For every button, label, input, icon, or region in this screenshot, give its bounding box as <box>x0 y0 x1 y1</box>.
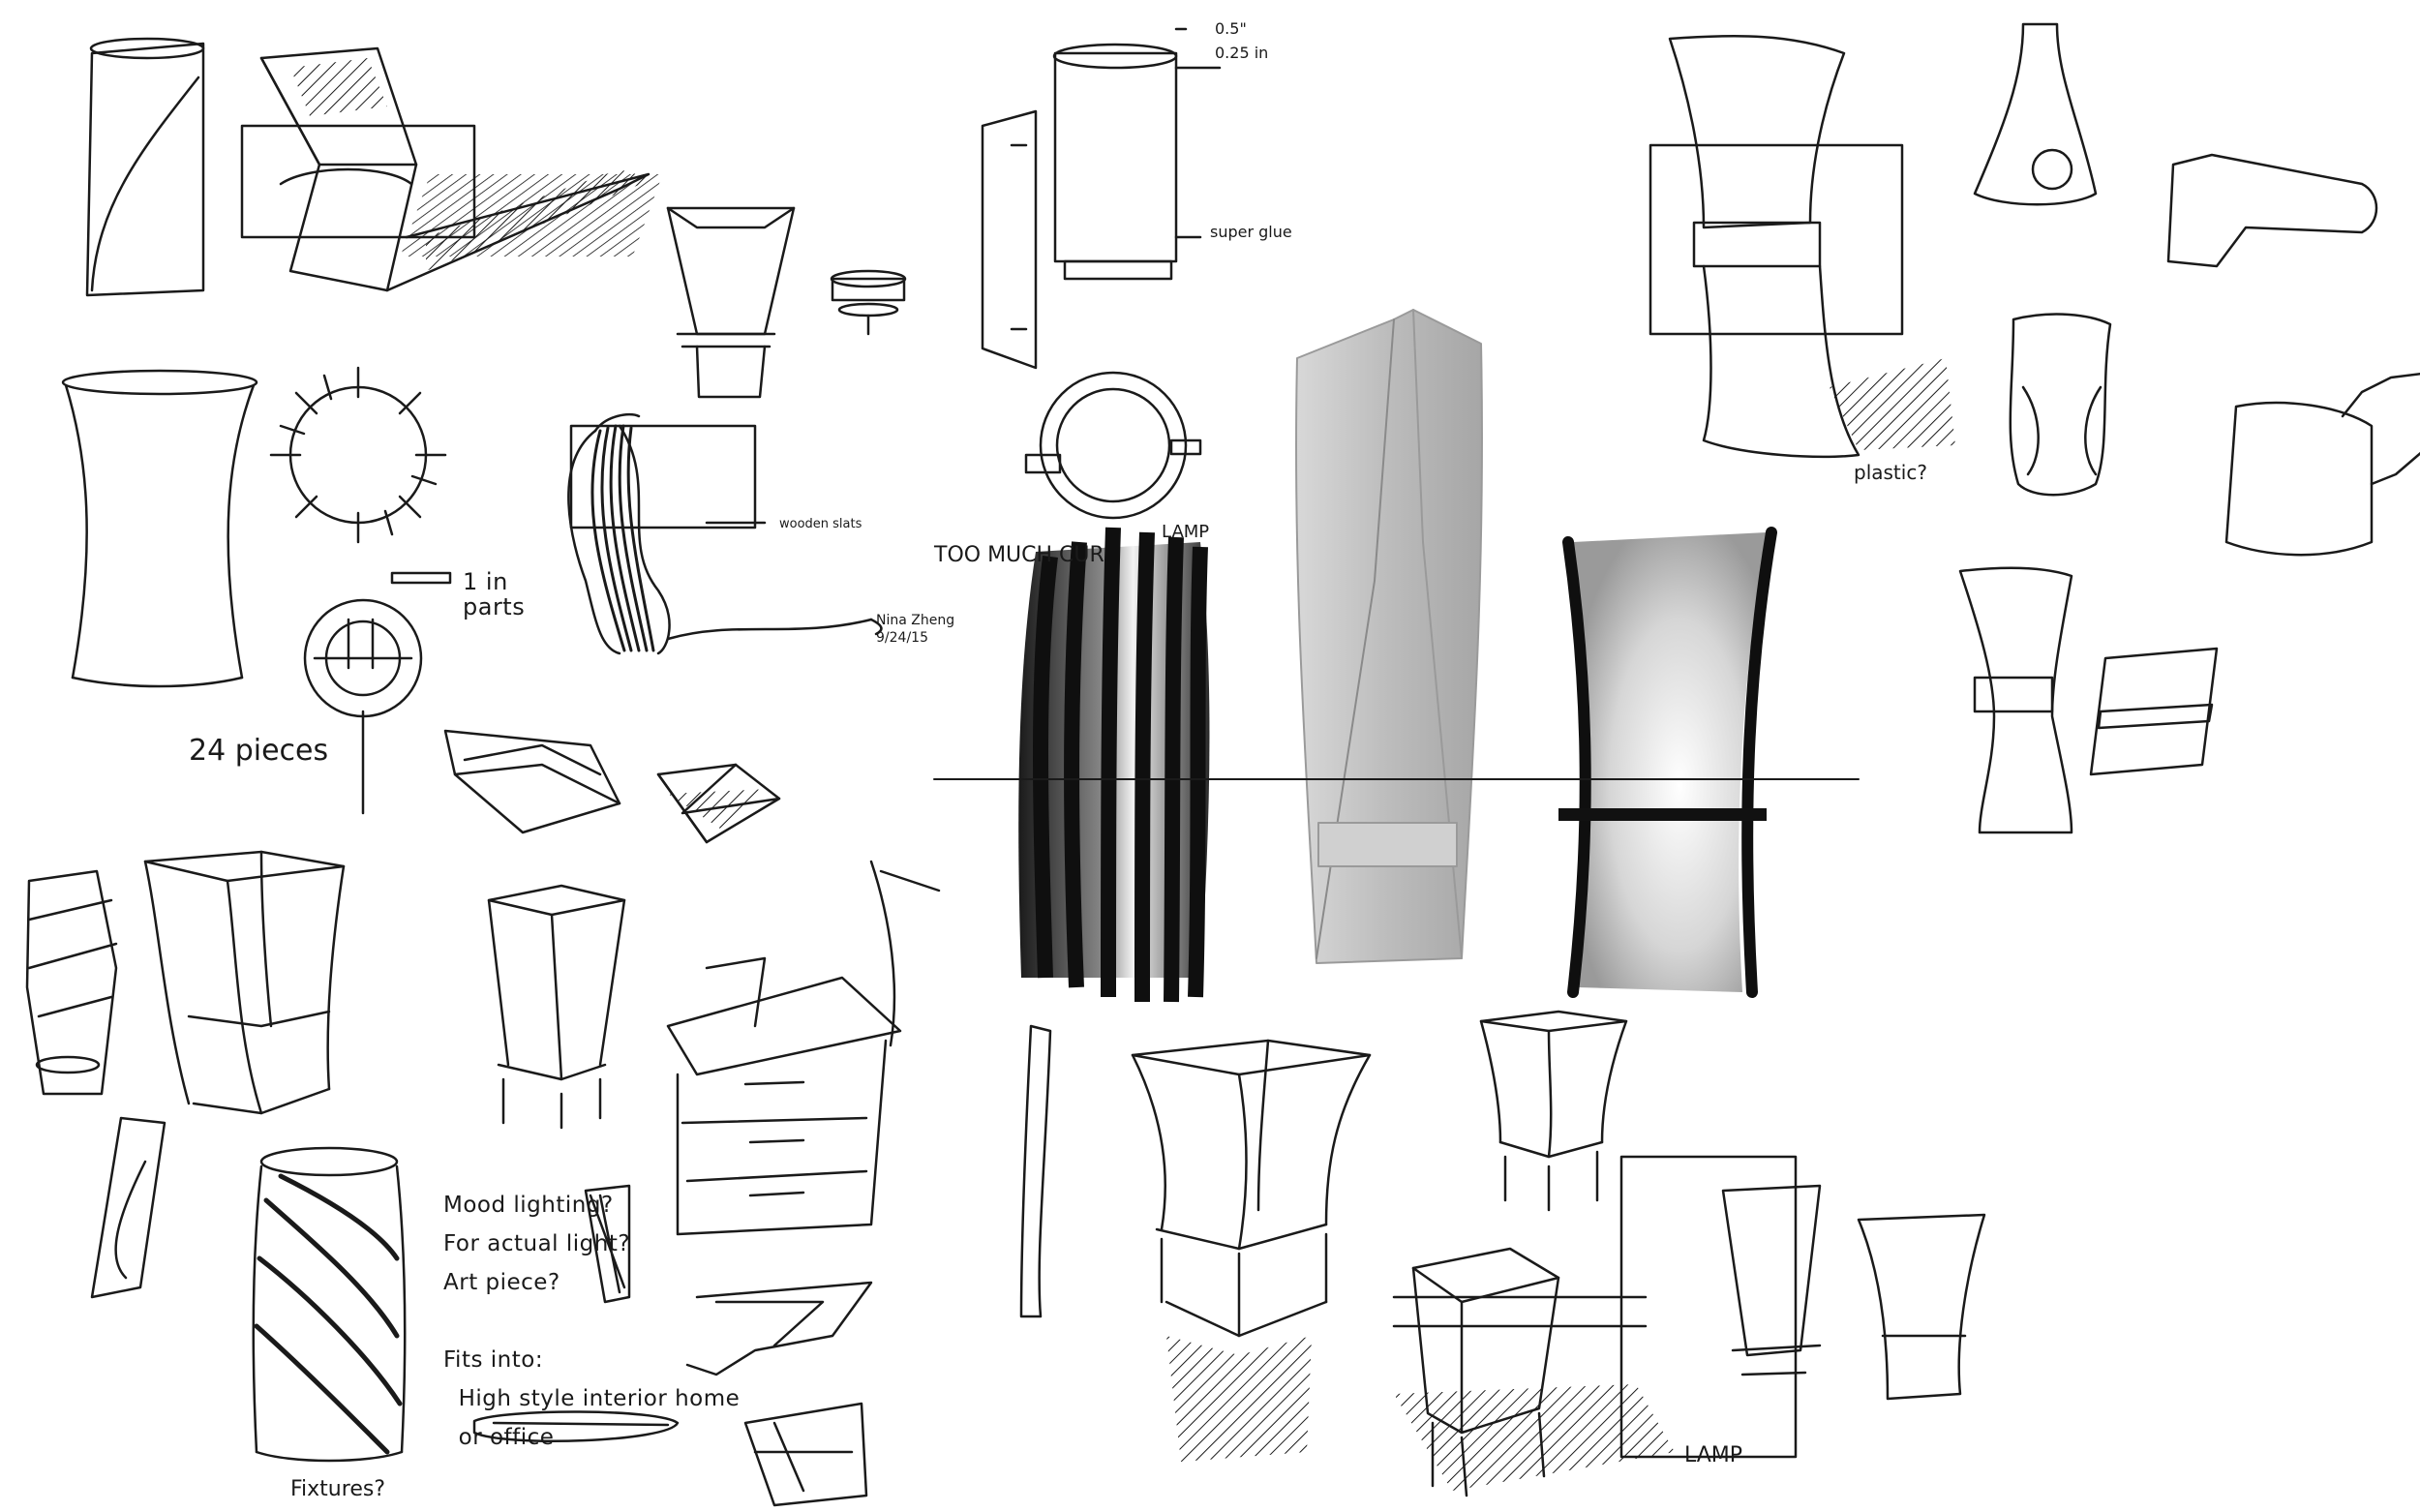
too-much-curve-label: TOO MUCH CUR <box>933 543 1104 567</box>
lamp-label: LAMP <box>1684 1443 1742 1467</box>
one-inch-part-sketch <box>390 571 452 585</box>
slat-ring-diagram <box>269 366 447 544</box>
frame-lamp-small-sketch <box>1479 1010 1628 1212</box>
pleated-lamp-render <box>1018 527 1210 1003</box>
long-fixture-sketch <box>472 1410 680 1442</box>
cutting-frame-sketch <box>1619 1155 1822 1459</box>
shade-profile-sketch <box>90 1116 166 1299</box>
tall-box-lamp-sketch <box>487 884 626 1130</box>
spiral-vase-sketch <box>252 1146 407 1463</box>
slatted-vase-lamp-sketch <box>567 412 883 655</box>
one-inch-parts-label: 1 in parts <box>463 568 526 620</box>
wrapped-cylinder-sketch <box>25 869 118 1096</box>
nozzle-shade-sketch <box>1973 22 2098 206</box>
shadow-hatching <box>426 169 653 271</box>
bent-shade-sketch <box>2166 153 2378 268</box>
twenty-four-pieces-label: 24 pieces <box>189 734 328 768</box>
slat-sketch <box>1019 1024 1052 1318</box>
lamp-partial-label: LAMP <box>1162 522 1209 542</box>
frame-lamp-large-sketch <box>1131 1039 1372 1462</box>
fixtures-label: Fixtures? <box>290 1477 385 1501</box>
banded-shade-sketch <box>2089 647 2219 776</box>
slat-ring-detail <box>303 598 423 815</box>
dim-bottom-label: 0.25 in <box>1215 44 1268 62</box>
bulb-sketch <box>584 1184 631 1304</box>
signature-name: Nina Zheng <box>876 613 954 628</box>
framed-lamp-render <box>1558 527 1777 998</box>
box-lamp-perspective-sketch <box>1392 1247 1675 1497</box>
flared-lamp-sketch <box>1649 34 1955 459</box>
tapered-lamp-small-sketch <box>666 206 796 399</box>
folded-paper-lamp-render <box>1295 309 1483 964</box>
wooden-slats-label: wooden slats <box>779 517 862 531</box>
dim-top-label: 0.5" <box>1215 19 1247 38</box>
puck-light-sketch <box>830 269 907 336</box>
ring-joint-sketch <box>1024 371 1202 520</box>
waisted-shade-sketch <box>1958 566 2073 834</box>
pod-shade-sketch <box>2009 313 2112 497</box>
plastic-label: plastic? <box>1854 461 1927 484</box>
superglue-label: super glue <box>1210 223 1292 241</box>
zigzag-bracket-sketch-2 <box>685 1281 873 1376</box>
cone-shade-sketch <box>2224 372 2420 557</box>
bracket-corner-sketch <box>743 1402 868 1507</box>
zigzag-bracket-sketch-1 <box>443 729 621 834</box>
vase-shade-sketch <box>61 369 258 688</box>
cylinder-lamp-sketch <box>981 27 1222 370</box>
nightstand-sketch <box>666 860 941 1236</box>
brainstorm-notes: Mood lighting? For actual light? Art pie… <box>443 1193 741 1450</box>
twisted-cylinder-sketch <box>85 37 205 297</box>
tall-frame-lamp-sketch <box>143 850 346 1115</box>
signature-date: 9/24/15 <box>876 630 928 646</box>
flared-shade-sketch <box>1857 1213 1986 1401</box>
pyramid-frame-sketch <box>656 763 781 844</box>
